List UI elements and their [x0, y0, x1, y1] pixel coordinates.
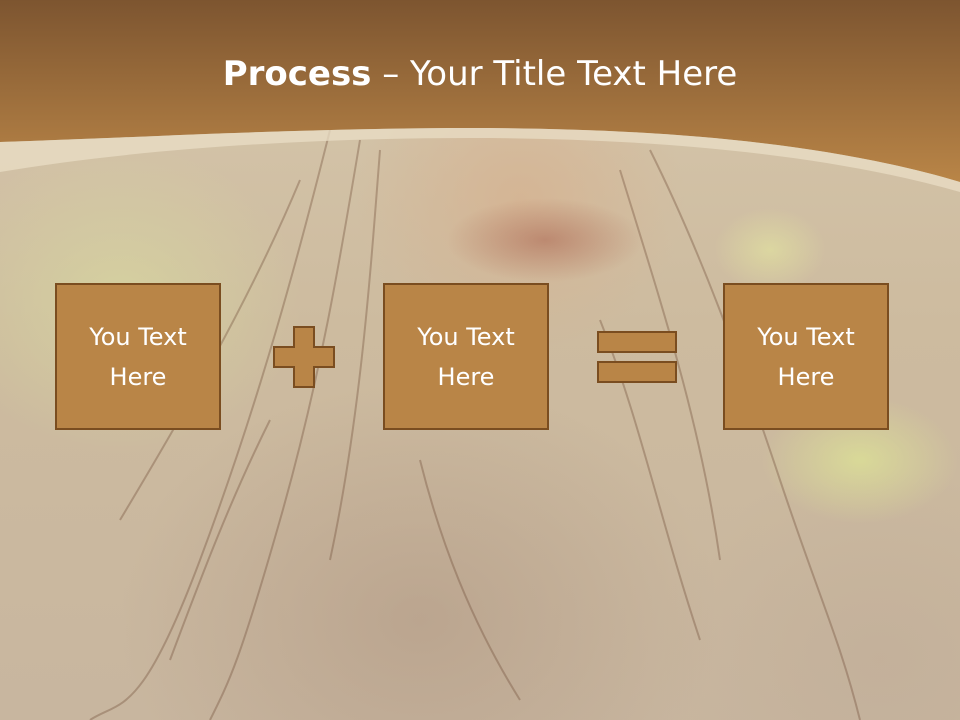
- text-box-2-line2: Here: [437, 362, 495, 391]
- text-box-3-line1: You Text: [757, 322, 855, 351]
- slide-title: Process – Your Title Text Here: [0, 52, 960, 96]
- title-bold: Process: [222, 54, 372, 94]
- plus-icon: [273, 326, 335, 388]
- text-box-3-line2: Here: [777, 362, 835, 391]
- text-box-1-line1: You Text: [89, 322, 187, 351]
- title-rest: – Your Title Text Here: [371, 54, 738, 94]
- equals-icon: [597, 331, 677, 383]
- text-box-2-line1: You Text: [417, 322, 515, 351]
- text-box-1-line2: Here: [109, 362, 167, 391]
- header-banner: [0, 0, 960, 192]
